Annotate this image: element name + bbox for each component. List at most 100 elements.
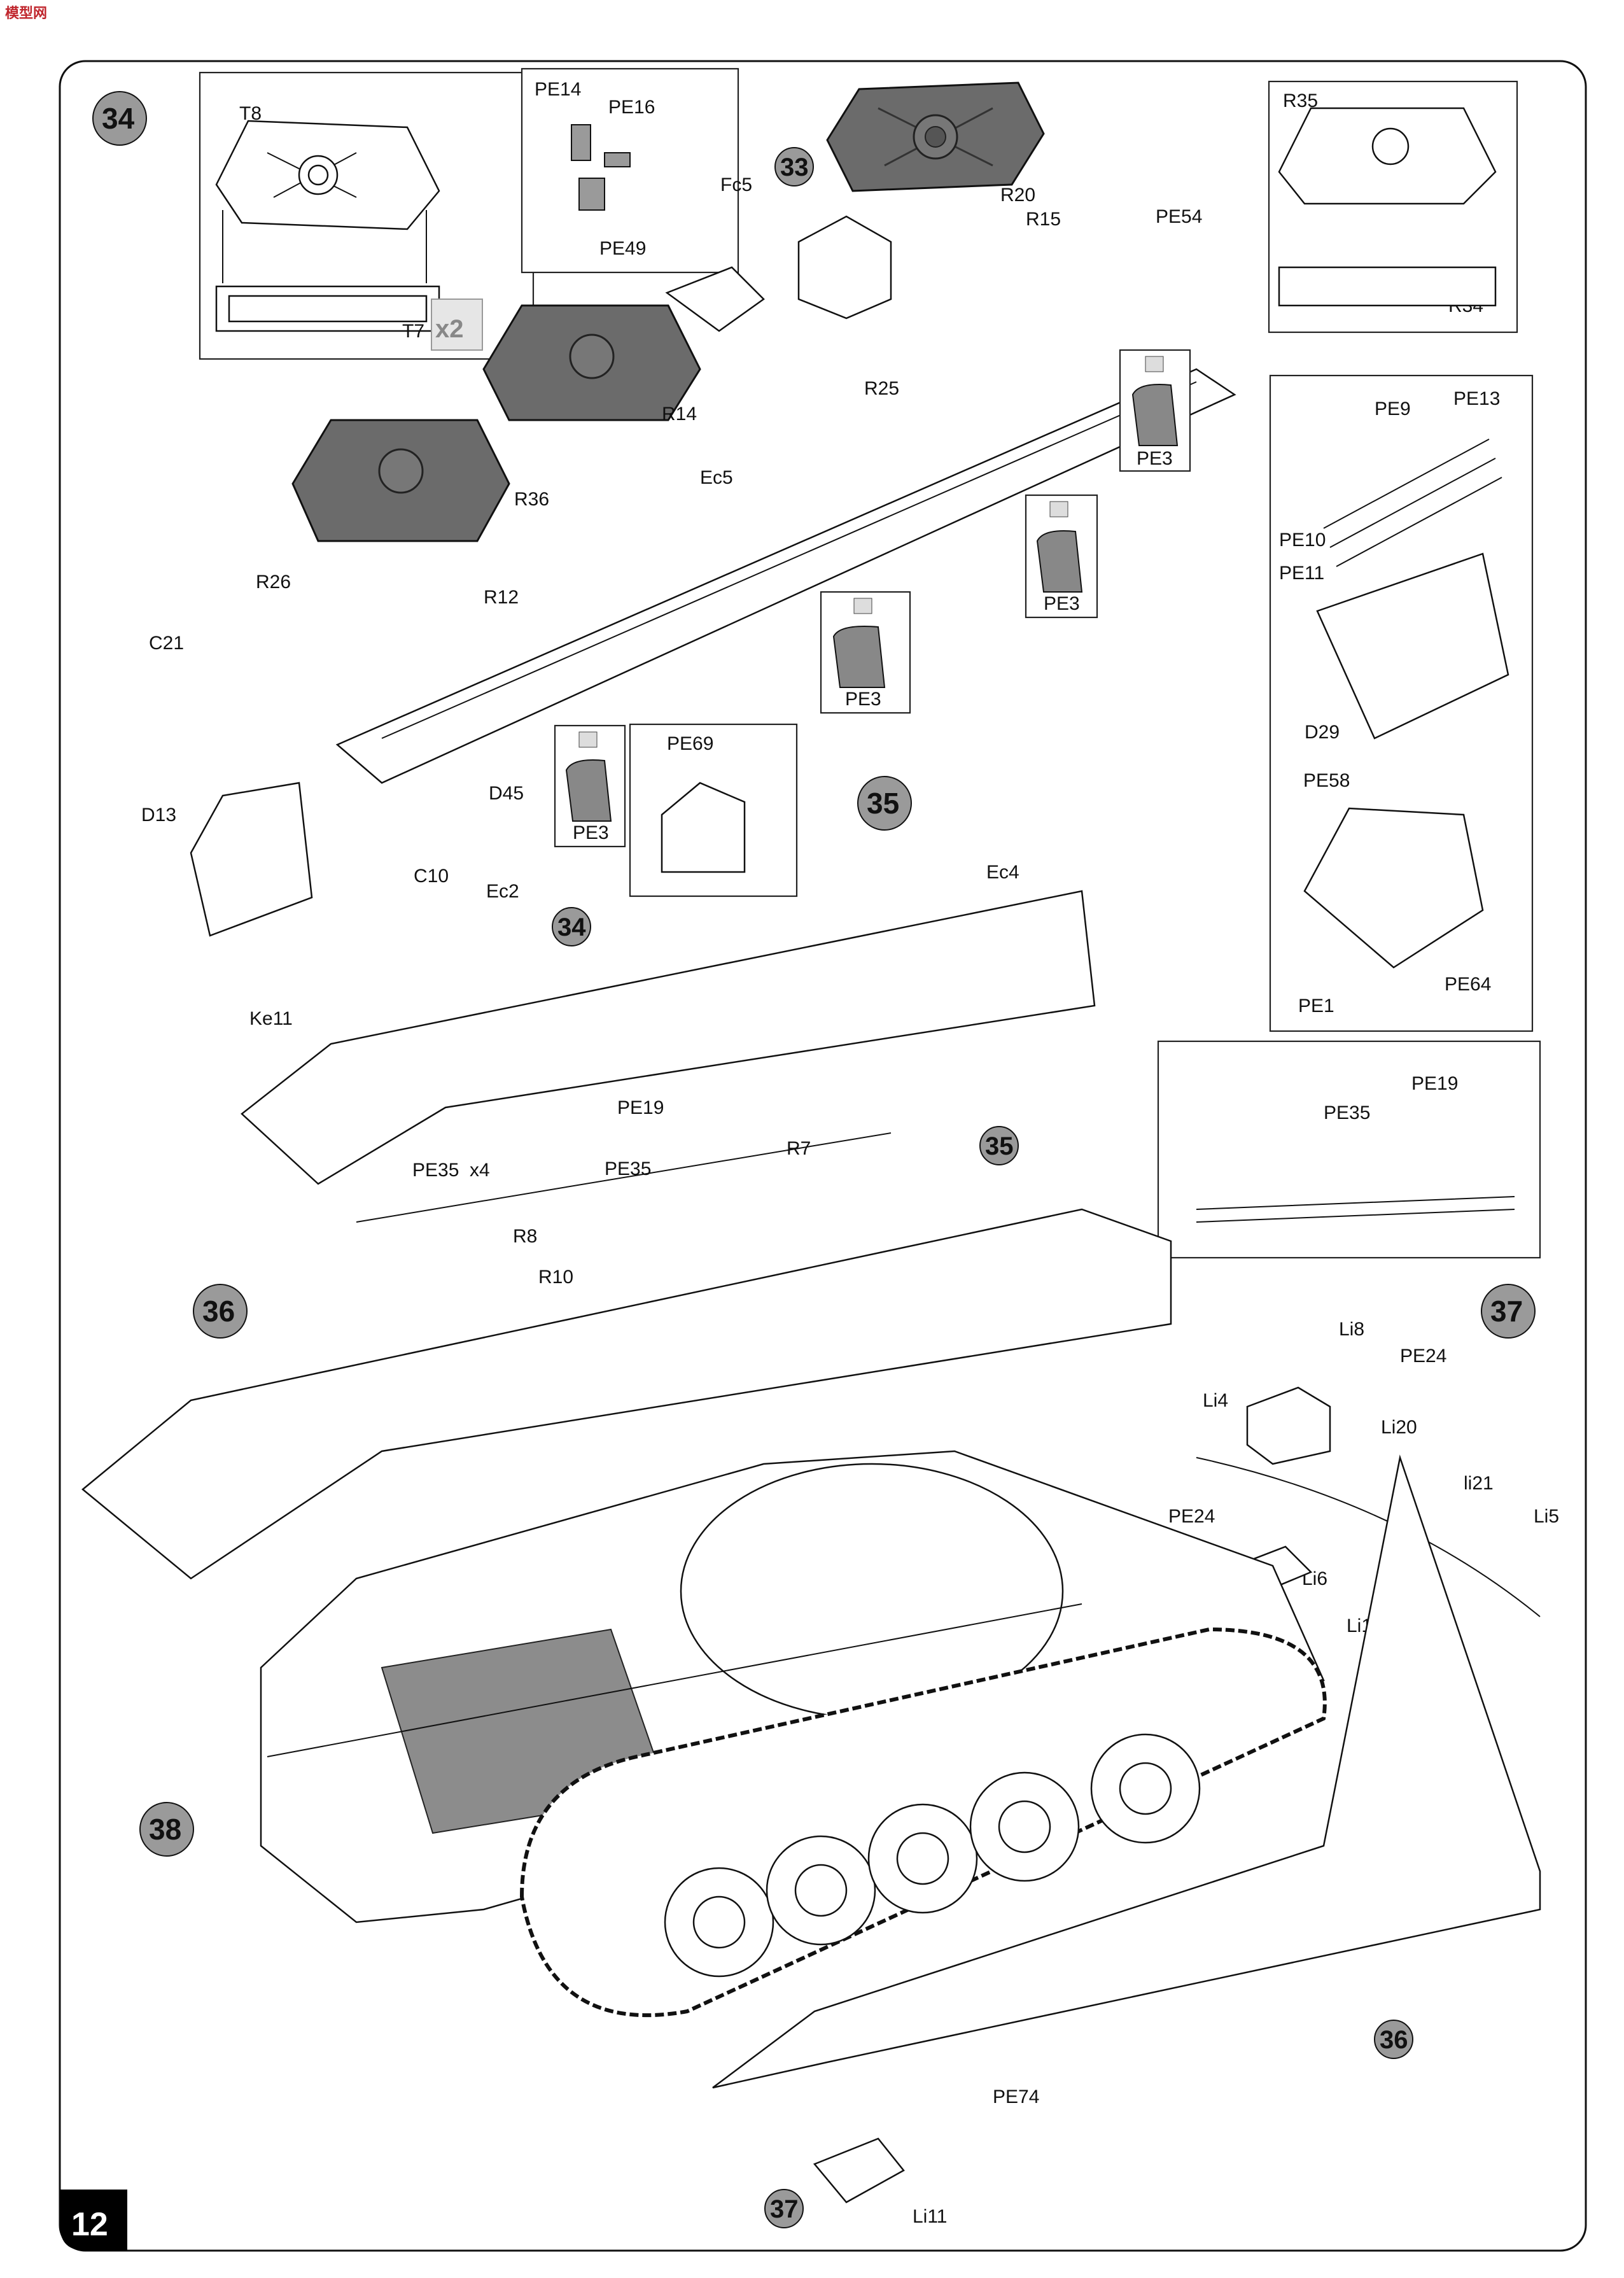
label-pe49: PE49 (599, 238, 646, 259)
part-box-33 (797, 215, 892, 320)
label-pe58: PE58 (1303, 770, 1350, 791)
label-pe35-inset: PE35 (1324, 1102, 1370, 1123)
label-r12: R12 (484, 587, 519, 608)
label-r10: R10 (538, 1267, 573, 1288)
step-35-badge: 35 (857, 776, 912, 831)
inset-pe3-b: PE3 (1025, 494, 1098, 619)
ref-35-badge: 35 (979, 1126, 1019, 1165)
svg-text:PE3: PE3 (573, 822, 609, 843)
part-pe16 (604, 152, 631, 167)
part-t8-lid (215, 120, 440, 230)
label-pe24-b: PE24 (1168, 1506, 1215, 1527)
label-li20: Li20 (1381, 1417, 1417, 1438)
label-pe24-a: PE24 (1400, 1346, 1446, 1367)
label-r8: R8 (513, 1226, 537, 1247)
svg-text:PE3: PE3 (845, 689, 881, 710)
label-r36: R36 (514, 489, 549, 510)
label-pe35x4: PE35 (412, 1160, 459, 1181)
label-pe69: PE69 (667, 733, 713, 754)
svg-text:36: 36 (202, 1295, 235, 1328)
label-r14: R14 (662, 404, 697, 425)
ref-33-badge: 33 (774, 147, 814, 186)
part-storage-bin-left (291, 419, 510, 542)
part-fender-d29-assembled (1303, 807, 1484, 969)
svg-text:34: 34 (557, 913, 586, 941)
svg-text:35: 35 (867, 787, 899, 820)
inset-pe14-pe16-pe49 (521, 67, 739, 274)
svg-text:33: 33 (780, 153, 809, 181)
label-d13: D13 (141, 805, 176, 826)
page-frame (59, 60, 1587, 2252)
part-li-bracket-rear (813, 2137, 905, 2204)
part-fender-plate (335, 368, 1236, 784)
label-pe9: PE9 (1375, 398, 1411, 419)
label-r20: R20 (1000, 185, 1035, 206)
inset-pe35-pe19-detail (1157, 1040, 1541, 1259)
inset-pe3-d: PE3 (554, 724, 626, 848)
part-fender-35 (241, 890, 1096, 1185)
part-fender-36 (81, 1208, 1172, 1580)
svg-text:x2: x2 (435, 315, 464, 343)
multiplier-x4: x4 (470, 1160, 490, 1181)
label-ec5: Ec5 (700, 467, 733, 488)
label-c21: C21 (149, 633, 184, 654)
label-t7: T7 (402, 321, 424, 342)
part-d13 (190, 782, 313, 937)
label-c10: C10 (414, 866, 449, 887)
step-38-badge: 38 (139, 1802, 194, 1857)
watermark-logo: 模型网 (3, 4, 47, 21)
part-li4-box (1246, 1386, 1331, 1465)
multiplier-x2: x2 (431, 299, 483, 351)
label-t8: T8 (239, 103, 262, 124)
page-number: 12 (71, 2206, 108, 2243)
svg-text:38: 38 (149, 1813, 181, 1846)
part-fc5 (665, 266, 765, 332)
label-pe19: PE19 (617, 1097, 664, 1118)
svg-text:PE3: PE3 (1044, 593, 1080, 614)
svg-text:37: 37 (1490, 1295, 1523, 1328)
label-li21: li21 (1464, 1473, 1494, 1494)
part-pe14 (571, 124, 591, 161)
svg-text:x4: x4 (470, 1160, 490, 1181)
part-storage-bin-mid (482, 304, 701, 421)
part-r34-frame (1278, 266, 1497, 307)
label-pe64: PE64 (1445, 974, 1491, 995)
part-d29 (1316, 552, 1509, 740)
part-t7-frame (215, 285, 440, 332)
svg-text:37: 37 (770, 2195, 799, 2223)
label-li8: Li8 (1339, 1319, 1364, 1340)
part-fender-38 (712, 1454, 1541, 2089)
label-li4: Li4 (1203, 1390, 1228, 1411)
label-pe19-inset: PE19 (1411, 1073, 1458, 1094)
svg-text:PE3: PE3 (1137, 448, 1173, 469)
step-37-badge: 37 (1481, 1284, 1536, 1339)
label-r15: R15 (1026, 209, 1061, 230)
fender-edge-37 (1196, 1457, 1541, 1617)
label-d45: D45 (489, 783, 524, 804)
ref-37-badge: 37 (764, 2189, 804, 2228)
label-pe74: PE74 (993, 2086, 1039, 2107)
step-36-badge: 36 (193, 1284, 248, 1339)
svg-text:34: 34 (102, 102, 135, 135)
page-number-block: 12 (60, 2190, 127, 2251)
part-track-assembly (519, 1627, 1327, 2018)
label-li11: Li11 (913, 2206, 948, 2227)
label-pe10: PE10 (1279, 530, 1326, 551)
ref-36-badge: 36 (1374, 2020, 1413, 2059)
inset-pe3-a: PE3 (1119, 349, 1191, 472)
label-ec2: Ec2 (486, 881, 519, 902)
svg-text:35: 35 (985, 1132, 1014, 1160)
label-pe14: PE14 (535, 79, 581, 100)
label-pe54: PE54 (1156, 206, 1202, 227)
svg-text:36: 36 (1380, 2026, 1408, 2054)
part-top-storage-bin (826, 81, 1045, 192)
label-r26: R26 (256, 572, 291, 593)
label-fc5: Fc5 (720, 174, 752, 195)
label-pe16: PE16 (608, 97, 655, 118)
label-pe11: PE11 (1279, 563, 1324, 584)
label-pe1: PE1 (1298, 995, 1334, 1016)
label-ke11: Ke11 (249, 1008, 293, 1029)
label-r25: R25 (864, 378, 899, 399)
part-pe49 (578, 178, 605, 211)
